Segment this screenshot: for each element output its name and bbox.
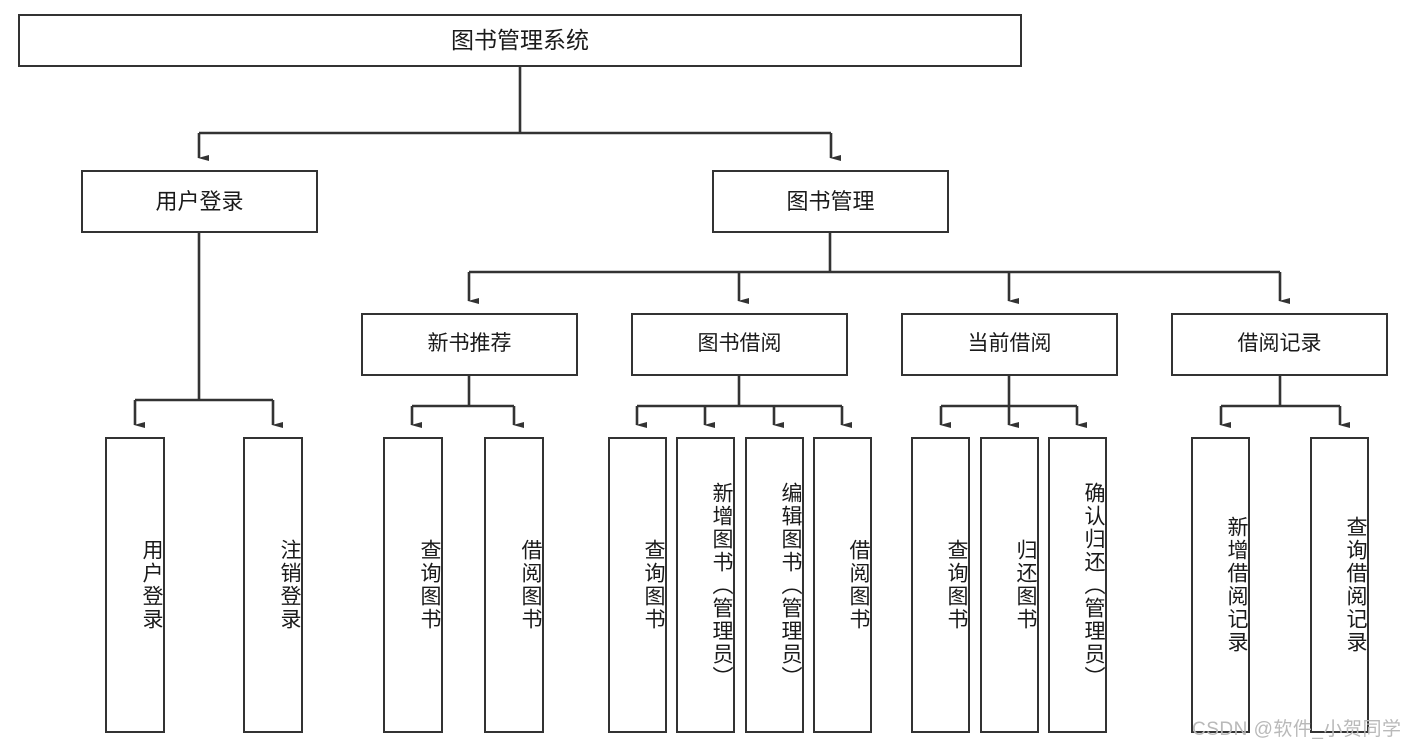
node-label: 借阅图书	[847, 539, 870, 631]
node-label: 查询图书	[642, 539, 665, 631]
node-book-management[interactable]: 图书管理	[712, 170, 949, 233]
leaf-new-book-borrow-book[interactable]: 借阅图书	[484, 437, 544, 733]
leaf-new-book-query-book[interactable]: 查询图书	[383, 437, 443, 733]
leaf-borrow-record-add-record[interactable]: 新增借阅记录	[1191, 437, 1250, 733]
node-root-book-management-system[interactable]: 图书管理系统	[18, 14, 1022, 67]
leaf-user-login-logout[interactable]: 注销登录	[243, 437, 303, 733]
leaf-borrow-record-query-record[interactable]: 查询借阅记录	[1310, 437, 1369, 733]
leaf-book-borrow-borrow-book[interactable]: 借阅图书	[813, 437, 872, 733]
node-label: 查询借阅记录	[1344, 516, 1367, 654]
node-label: 编辑图书（管理员）	[779, 481, 802, 689]
node-label: 确认归还（管理员）	[1082, 481, 1105, 689]
node-label: 新书推荐	[427, 332, 512, 356]
node-label: 查询图书	[945, 539, 968, 631]
leaf-current-borrow-confirm-return-admin[interactable]: 确认归还（管理员）	[1048, 437, 1107, 733]
node-label: 图书管理系统	[451, 26, 589, 53]
node-label: 归还图书	[1014, 539, 1037, 631]
node-label: 注销登录	[278, 539, 301, 631]
csdn-watermark: CSDN @软件_小贺同学	[1192, 719, 1402, 740]
leaf-book-borrow-add-book-admin[interactable]: 新增图书（管理员）	[676, 437, 735, 733]
node-book-borrow[interactable]: 图书借阅	[631, 313, 848, 376]
node-new-book-recommend[interactable]: 新书推荐	[361, 313, 578, 376]
leaf-current-borrow-return-book[interactable]: 归还图书	[980, 437, 1039, 733]
node-label: 借阅记录	[1237, 332, 1322, 356]
node-label: 图书借阅	[697, 332, 782, 356]
node-user-login[interactable]: 用户登录	[81, 170, 318, 233]
leaf-book-borrow-query-book[interactable]: 查询图书	[608, 437, 667, 733]
node-borrow-record[interactable]: 借阅记录	[1171, 313, 1388, 376]
node-label: 用户登录	[140, 539, 163, 631]
node-label: 借阅图书	[519, 539, 542, 631]
node-label: 新增图书（管理员）	[710, 481, 733, 689]
leaf-current-borrow-query-book[interactable]: 查询图书	[911, 437, 970, 733]
node-label: 图书管理	[786, 188, 875, 214]
node-label: 新增借阅记录	[1225, 516, 1248, 654]
node-current-borrow[interactable]: 当前借阅	[901, 313, 1118, 376]
leaf-user-login-login[interactable]: 用户登录	[105, 437, 165, 733]
node-label: 用户登录	[155, 188, 244, 214]
leaf-book-borrow-edit-book-admin[interactable]: 编辑图书（管理员）	[745, 437, 804, 733]
node-label: 查询图书	[418, 539, 441, 631]
node-label: 当前借阅	[967, 332, 1052, 356]
